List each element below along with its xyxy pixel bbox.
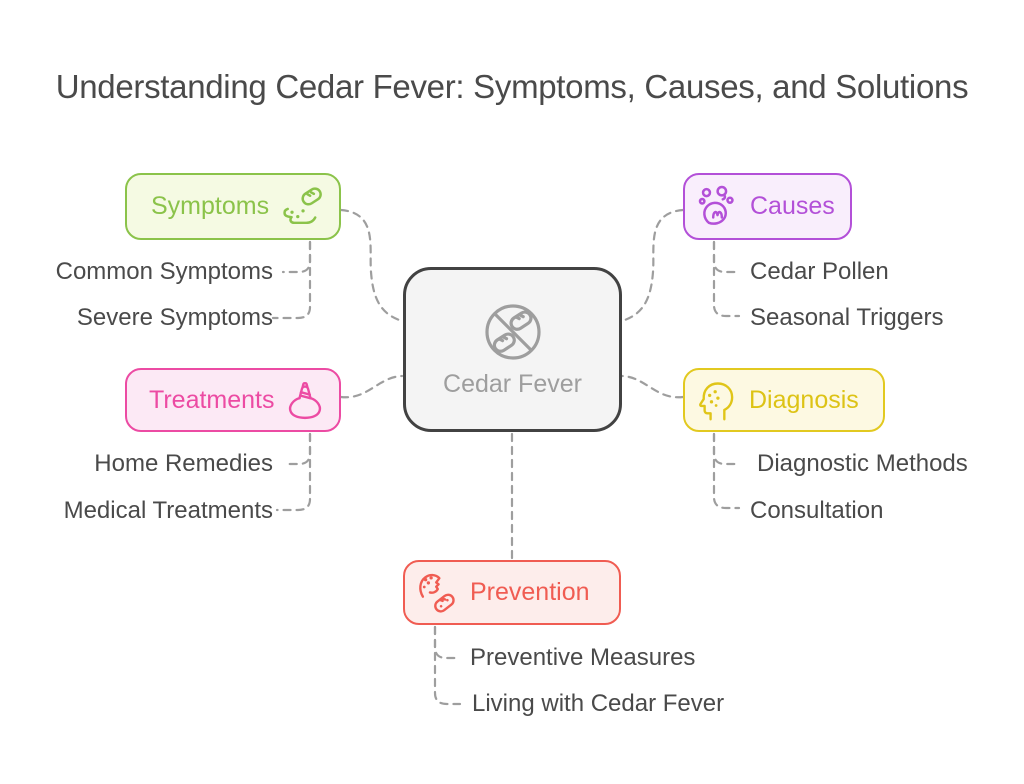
leaf-diagnostic-methods[interactable]: Diagnostic Methods [757, 450, 968, 477]
leaf-severe-symptoms[interactable]: Severe Symptoms [76, 304, 273, 331]
page-title: Understanding Cedar Fever: Symptoms, Cau… [55, 68, 969, 105]
connector-prevention-measures [433, 625, 459, 660]
connector-center-causes [620, 208, 685, 323]
leaf-consultation[interactable]: Consultation [750, 497, 884, 524]
node-causes[interactable]: Causes [683, 173, 852, 240]
leaf-seasonal-triggers[interactable]: Seasonal Triggers [750, 304, 944, 331]
node-symptoms[interactable]: Symptoms [125, 173, 341, 240]
leaf-medical-treatments[interactable]: Medical Treatments [63, 497, 273, 524]
leaf-preventive-measures[interactable]: Preventive Measures [470, 644, 696, 671]
node-diagnosis[interactable]: Diagnosis [683, 368, 885, 432]
node-prevention[interactable]: Prevention [403, 560, 621, 625]
leaf-home-remedies[interactable]: Home Remedies [94, 450, 273, 477]
connector-prevention-living [433, 625, 462, 706]
connector-causes-pollen [712, 240, 737, 274]
node-diagnosis-label: Diagnosis [749, 385, 859, 414]
node-cedar-fever[interactable]: Cedar Fever [403, 267, 622, 432]
connector-diagnosis-methods [712, 432, 737, 466]
node-causes-label: Causes [750, 192, 835, 220]
leaf-cedar-pollen[interactable]: Cedar Pollen [750, 258, 889, 285]
node-prevention-label: Prevention [470, 578, 590, 606]
connector-diagnosis-consultation [712, 432, 741, 510]
pollen-particles-icon [695, 184, 741, 230]
leaf-living-with-cedar-fever[interactable]: Living with Cedar Fever [472, 690, 725, 717]
node-treatments[interactable]: Treatments [125, 368, 341, 432]
sneeze-allergen-icon [281, 184, 327, 230]
avoid-allergen-icon [416, 571, 460, 615]
connector-symptoms-severe [271, 240, 312, 320]
leaf-common-symptoms[interactable]: Common Symptoms [55, 258, 273, 285]
connector-treatments-medical [275, 432, 312, 512]
node-symptoms-label: Symptoms [151, 192, 270, 220]
node-treatments-label: Treatments [149, 385, 275, 414]
connector-center-symptoms [339, 208, 404, 323]
herbal-compress-icon [283, 378, 327, 422]
connector-symptoms-common [281, 240, 312, 274]
no-allergen-icon [481, 300, 545, 364]
connector-causes-seasonal [712, 240, 741, 318]
face-allergy-icon [695, 378, 739, 422]
connector-treatments-home [285, 432, 312, 466]
connector-center-diagnosis [620, 374, 685, 399]
connector-center-treatments [339, 374, 404, 399]
node-cedar-fever-label: Cedar Fever [443, 370, 582, 398]
